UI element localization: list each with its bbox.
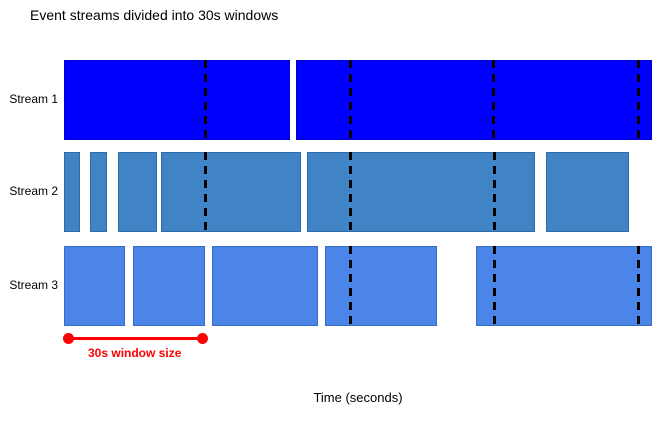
activity-segment	[296, 60, 652, 140]
activity-segment	[325, 246, 437, 326]
row-label-3: Stream 3	[9, 278, 58, 292]
window-boundary-dashed-line	[349, 152, 352, 232]
window-boundary-dashed-line	[493, 246, 496, 326]
window-boundary-dashed-line	[349, 60, 352, 140]
activity-segment	[64, 60, 290, 140]
x-axis-label: Time (seconds)	[313, 390, 403, 405]
activity-segment	[476, 246, 652, 326]
window-boundary-dashed-line	[349, 246, 352, 326]
activity-segment	[212, 246, 318, 326]
activity-segment	[118, 152, 157, 232]
window-boundary-dashed-line	[204, 60, 207, 140]
window-boundary-dashed-line	[637, 246, 640, 326]
window-measure-line	[68, 337, 202, 340]
row-label-2: Stream 2	[9, 184, 58, 198]
window-boundary-dashed-line	[492, 60, 495, 140]
measure-dot-left	[63, 333, 74, 344]
activity-segment	[133, 246, 205, 326]
measure-dot-right	[197, 333, 208, 344]
activity-segment	[64, 246, 125, 326]
window-boundary-dashed-line	[493, 152, 496, 232]
activity-segment	[307, 152, 535, 232]
activity-segment	[64, 152, 80, 232]
figure-title: Event streams divided into 30s windows	[30, 7, 279, 23]
window-boundary-dashed-line	[637, 60, 640, 140]
activity-segment	[90, 152, 107, 232]
activity-segment	[161, 152, 301, 232]
window-boundary-dashed-line	[204, 152, 207, 232]
window-size-label: 30s window size	[88, 346, 182, 360]
activity-segment	[546, 152, 629, 232]
row-label-1: Stream 1	[9, 92, 58, 106]
